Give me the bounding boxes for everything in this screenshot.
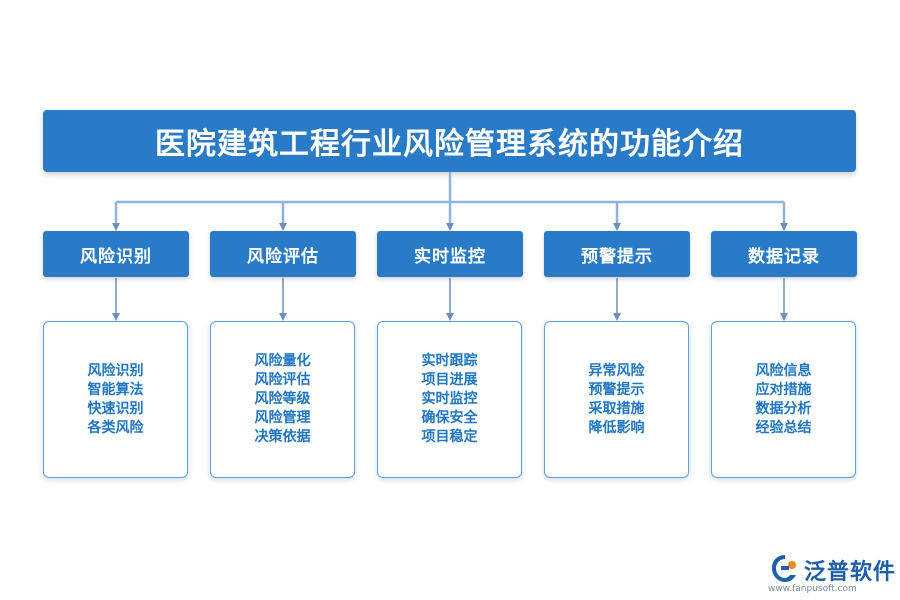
diagram-title: 医院建筑工程行业风险管理系统的功能介绍 [43, 110, 856, 172]
detail-box-realtime-monitor: 实时跟踪 项目进展 实时监控 确保安全 项目稳定 [377, 321, 522, 478]
detail-item: 智能算法 [87, 381, 144, 398]
detail-item: 经验总结 [755, 419, 812, 436]
detail-item: 风险量化 [254, 353, 311, 369]
detail-item: 实时监控 [421, 391, 478, 407]
detail-item: 应对措施 [755, 381, 812, 398]
detail-item: 预警提示 [588, 381, 645, 398]
detail-item: 风险等级 [254, 391, 311, 407]
detail-item: 决策依据 [254, 429, 311, 445]
detail-item: 项目稳定 [421, 429, 478, 445]
detail-item: 风险识别 [87, 362, 144, 379]
detail-item: 项目进展 [421, 372, 478, 388]
heading-label: 风险识别 [80, 246, 152, 267]
detail-item: 实时跟踪 [421, 353, 478, 369]
heading-box-realtime-monitor: 实时监控 [377, 231, 523, 277]
heading-label: 风险评估 [247, 246, 319, 267]
detail-item: 采取措施 [588, 400, 645, 417]
diagram-title-text: 医院建筑工程行业风险管理系统的功能介绍 [155, 127, 744, 162]
heading-label: 实时监控 [414, 246, 486, 267]
heading-box-risk-identify: 风险识别 [43, 231, 189, 277]
heading-label: 数据记录 [748, 246, 820, 267]
heading-box-warning: 预警提示 [544, 231, 690, 277]
heading-box-risk-assess: 风险评估 [210, 231, 356, 277]
detail-box-data-record: 风险信息 应对措施 数据分析 经验总结 [711, 321, 856, 478]
brand-logo: 泛普软件 www.fanpusoft.com [768, 552, 898, 596]
detail-item: 异常风险 [588, 362, 645, 379]
detail-item: 快速识别 [87, 400, 144, 417]
detail-item: 降低影响 [588, 419, 645, 436]
detail-box-risk-identify: 风险识别 智能算法 快速识别 各类风险 [43, 321, 188, 478]
detail-item: 风险评估 [254, 372, 311, 388]
detail-item: 数据分析 [755, 400, 812, 417]
detail-item: 风险管理 [254, 410, 311, 426]
brand-name: 泛普软件 [804, 560, 897, 585]
heading-box-data-record: 数据记录 [711, 231, 857, 277]
detail-box-risk-assess: 风险量化 风险评估 风险等级 风险管理 决策依据 [210, 321, 355, 478]
brand-url: www.fanpusoft.com [768, 584, 857, 594]
detail-box-warning: 异常风险 预警提示 采取措施 降低影响 [544, 321, 689, 478]
detail-item: 确保安全 [421, 410, 478, 426]
heading-label: 预警提示 [581, 246, 653, 267]
fanpu-logo-icon [772, 555, 796, 582]
detail-item: 各类风险 [87, 419, 144, 436]
detail-item: 风险信息 [755, 362, 812, 379]
